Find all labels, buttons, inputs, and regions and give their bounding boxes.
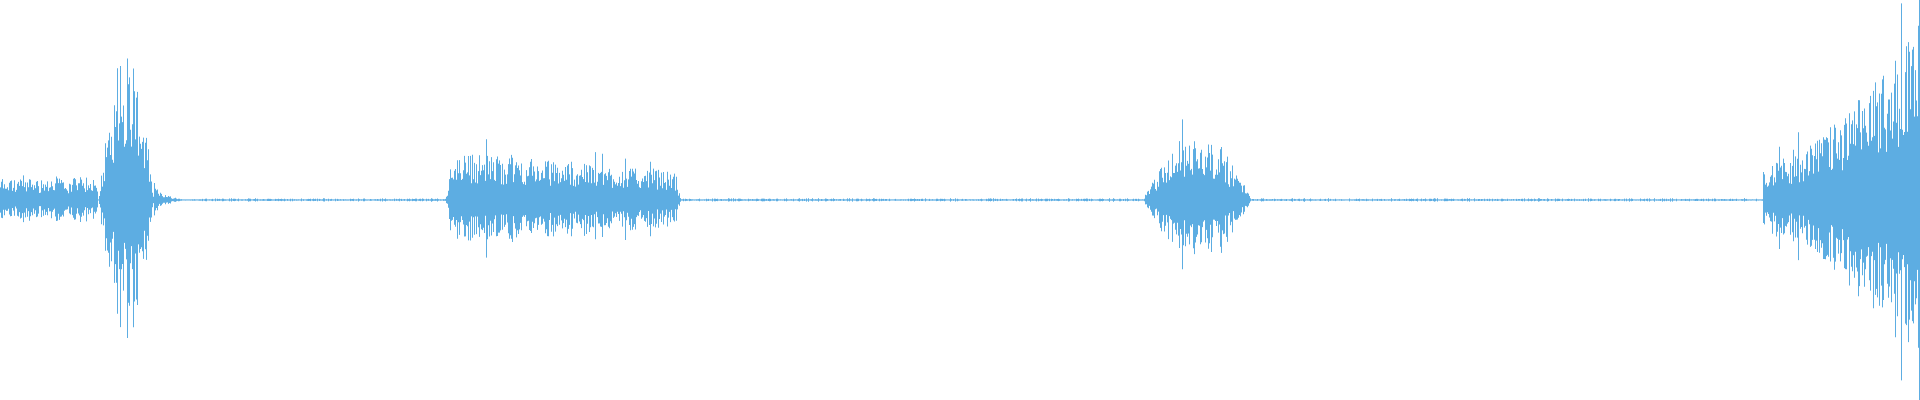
- waveform-samples: [0, 0, 1920, 400]
- waveform-display[interactable]: [0, 0, 1920, 400]
- audio-waveform-view[interactable]: [0, 0, 1920, 400]
